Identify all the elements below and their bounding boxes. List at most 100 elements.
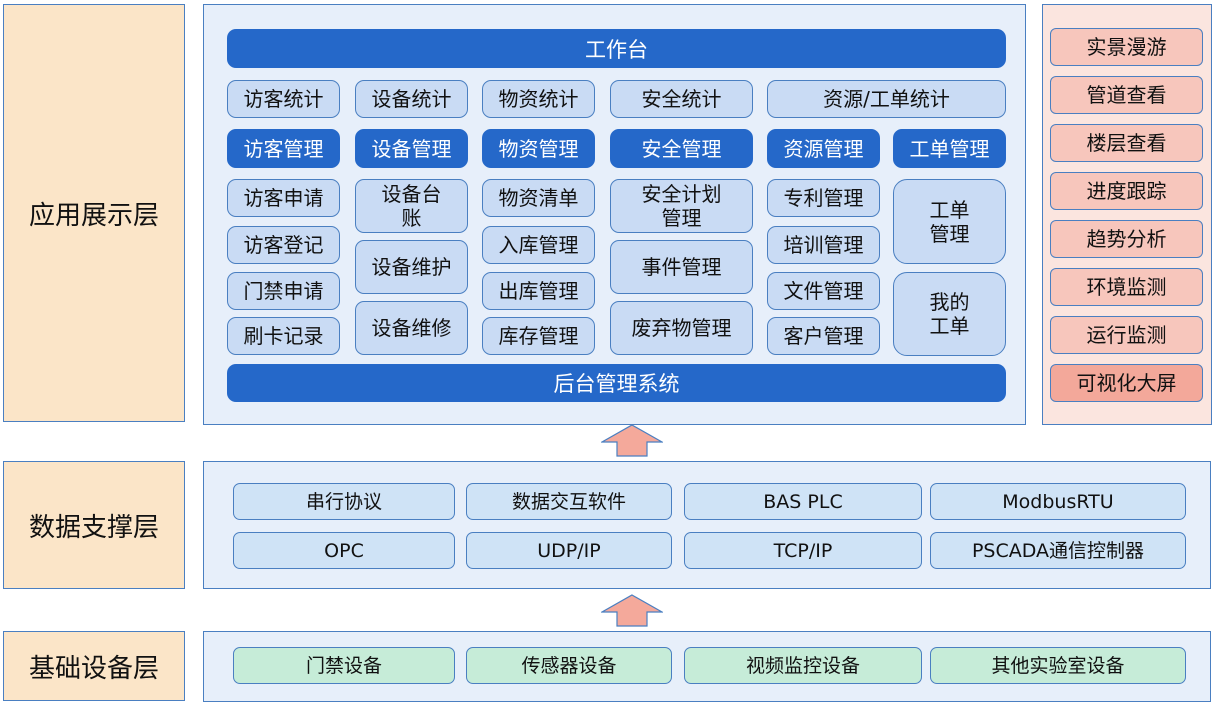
header-visitor-label: 访客管理 bbox=[243, 136, 324, 161]
patent-management-label: 专利管理 bbox=[783, 186, 864, 210]
up-arrow-icon bbox=[601, 594, 663, 627]
layer-label-data: 数据支撑层 bbox=[3, 461, 185, 589]
data-item-serial-protocol[interactable]: 串行协议 bbox=[233, 483, 455, 520]
stat-resource-workorder[interactable]: 资源/工单统计 bbox=[767, 80, 1006, 118]
data-item-opc[interactable]: OPC bbox=[233, 532, 455, 569]
header-device-management[interactable]: 设备管理 bbox=[355, 129, 468, 168]
workbench-bar[interactable]: 工作台 bbox=[227, 29, 1006, 68]
visitor-register[interactable]: 访客登记 bbox=[227, 226, 340, 264]
stat-material-label: 物资统计 bbox=[498, 87, 579, 111]
data-item-bas-plc[interactable]: BAS PLC bbox=[684, 483, 922, 520]
header-workorder-management[interactable]: 工单管理 bbox=[893, 129, 1006, 168]
visitor-apply-label: 访客申请 bbox=[243, 186, 324, 210]
data-item-udp[interactable]: UDP/IP bbox=[466, 532, 672, 569]
base-item-label: 其他实验室设备 bbox=[991, 654, 1125, 677]
visitor-apply[interactable]: 访客申请 bbox=[227, 179, 340, 217]
data-item-label: UDP/IP bbox=[537, 539, 601, 562]
stat-safety-label: 安全统计 bbox=[641, 87, 722, 111]
card-swipe-record[interactable]: 刷卡记录 bbox=[227, 317, 340, 355]
side-item-trend[interactable]: 趋势分析 bbox=[1050, 220, 1203, 258]
training-management-label: 培训管理 bbox=[783, 233, 864, 257]
visual-side-panel bbox=[1042, 4, 1212, 425]
access-apply-label: 门禁申请 bbox=[243, 279, 324, 303]
side-item-progress[interactable]: 进度跟踪 bbox=[1050, 172, 1203, 210]
data-item-tcp[interactable]: TCP/IP bbox=[684, 532, 922, 569]
device-ledger[interactable]: 设备台 账 bbox=[355, 179, 468, 233]
data-item-label: BAS PLC bbox=[763, 490, 843, 513]
side-item-label: 可视化大屏 bbox=[1076, 371, 1177, 395]
base-item-video-device[interactable]: 视频监控设备 bbox=[684, 647, 922, 684]
customer-management[interactable]: 客户管理 bbox=[767, 317, 880, 355]
side-item-label: 实景漫游 bbox=[1086, 35, 1167, 59]
patent-management[interactable]: 专利管理 bbox=[767, 179, 880, 217]
side-item-big-screen[interactable]: 可视化大屏 bbox=[1050, 364, 1203, 402]
backend-system-label: 后台管理系统 bbox=[553, 372, 680, 396]
side-item-scene-tour[interactable]: 实景漫游 bbox=[1050, 28, 1203, 66]
header-safety-management[interactable]: 安全管理 bbox=[610, 129, 753, 168]
base-item-sensor-device[interactable]: 传感器设备 bbox=[466, 647, 672, 684]
my-workorders-label: 我的 工单 bbox=[929, 290, 970, 338]
waste-management[interactable]: 废弃物管理 bbox=[610, 301, 753, 355]
data-item-exchange-software[interactable]: 数据交互软件 bbox=[466, 483, 672, 520]
device-ledger-label: 设备台 账 bbox=[381, 182, 442, 230]
data-item-label: OPC bbox=[324, 539, 364, 562]
waste-management-label: 废弃物管理 bbox=[631, 316, 732, 340]
base-item-label: 传感器设备 bbox=[521, 654, 617, 677]
incident-management[interactable]: 事件管理 bbox=[610, 240, 753, 294]
data-layer-panel bbox=[203, 461, 1211, 589]
customer-management-label: 客户管理 bbox=[783, 324, 864, 348]
device-maintenance[interactable]: 设备维护 bbox=[355, 240, 468, 294]
side-item-label: 楼层查看 bbox=[1086, 131, 1167, 155]
side-item-label: 趋势分析 bbox=[1086, 227, 1167, 251]
outbound-management[interactable]: 出库管理 bbox=[482, 272, 595, 310]
stat-device[interactable]: 设备统计 bbox=[355, 80, 468, 118]
inbound-management-label: 入库管理 bbox=[498, 233, 579, 257]
material-list-label: 物资清单 bbox=[498, 186, 579, 210]
side-item-operation[interactable]: 运行监测 bbox=[1050, 316, 1203, 354]
side-item-label: 管道查看 bbox=[1086, 83, 1167, 107]
card-swipe-record-label: 刷卡记录 bbox=[243, 324, 324, 348]
side-item-pipeline-view[interactable]: 管道查看 bbox=[1050, 76, 1203, 114]
material-list[interactable]: 物资清单 bbox=[482, 179, 595, 217]
inbound-management[interactable]: 入库管理 bbox=[482, 226, 595, 264]
base-item-access-device[interactable]: 门禁设备 bbox=[233, 647, 455, 684]
data-item-modbus[interactable]: ModbusRTU bbox=[930, 483, 1186, 520]
header-resource-label: 资源管理 bbox=[783, 136, 864, 161]
stat-safety[interactable]: 安全统计 bbox=[610, 80, 753, 118]
header-material-management[interactable]: 物资管理 bbox=[482, 129, 595, 168]
workbench-bar-label: 工作台 bbox=[585, 37, 648, 62]
data-item-label: 串行协议 bbox=[305, 490, 382, 513]
file-management[interactable]: 文件管理 bbox=[767, 272, 880, 310]
my-workorders[interactable]: 我的 工单 bbox=[893, 272, 1006, 356]
stat-visitor[interactable]: 访客统计 bbox=[227, 80, 340, 118]
stat-device-label: 设备统计 bbox=[371, 87, 452, 111]
safety-plan-management[interactable]: 安全计划 管理 bbox=[610, 179, 753, 233]
backend-system-bar[interactable]: 后台管理系统 bbox=[227, 364, 1006, 402]
access-apply[interactable]: 门禁申请 bbox=[227, 272, 340, 310]
header-visitor-management[interactable]: 访客管理 bbox=[227, 129, 340, 168]
file-management-label: 文件管理 bbox=[783, 279, 864, 303]
side-item-floor-view[interactable]: 楼层查看 bbox=[1050, 124, 1203, 162]
side-item-environment[interactable]: 环境监测 bbox=[1050, 268, 1203, 306]
data-item-label: PSCADA通信控制器 bbox=[971, 539, 1145, 562]
training-management[interactable]: 培训管理 bbox=[767, 226, 880, 264]
inventory-management[interactable]: 库存管理 bbox=[482, 317, 595, 355]
header-resource-management[interactable]: 资源管理 bbox=[767, 129, 880, 168]
workorder-management-label: 工单 管理 bbox=[929, 197, 970, 246]
header-material-label: 物资管理 bbox=[498, 136, 579, 161]
data-item-label: ModbusRTU bbox=[1002, 490, 1114, 513]
base-item-other-lab-device[interactable]: 其他实验室设备 bbox=[930, 647, 1186, 684]
inventory-management-label: 库存管理 bbox=[498, 324, 579, 348]
side-item-label: 进度跟踪 bbox=[1086, 179, 1167, 203]
device-repair[interactable]: 设备维修 bbox=[355, 301, 468, 355]
layer-label-base-text: 基础设备层 bbox=[28, 653, 159, 684]
stat-material[interactable]: 物资统计 bbox=[482, 80, 595, 118]
incident-management-label: 事件管理 bbox=[641, 255, 722, 279]
data-item-pscada[interactable]: PSCADA通信控制器 bbox=[930, 532, 1186, 569]
layer-label-app-text: 应用展示层 bbox=[28, 200, 159, 231]
outbound-management-label: 出库管理 bbox=[498, 279, 579, 303]
data-item-label: 数据交互软件 bbox=[511, 490, 626, 513]
safety-plan-label: 安全计划 管理 bbox=[641, 182, 722, 230]
workorder-management[interactable]: 工单 管理 bbox=[893, 179, 1006, 264]
side-item-label: 环境监测 bbox=[1086, 275, 1167, 299]
